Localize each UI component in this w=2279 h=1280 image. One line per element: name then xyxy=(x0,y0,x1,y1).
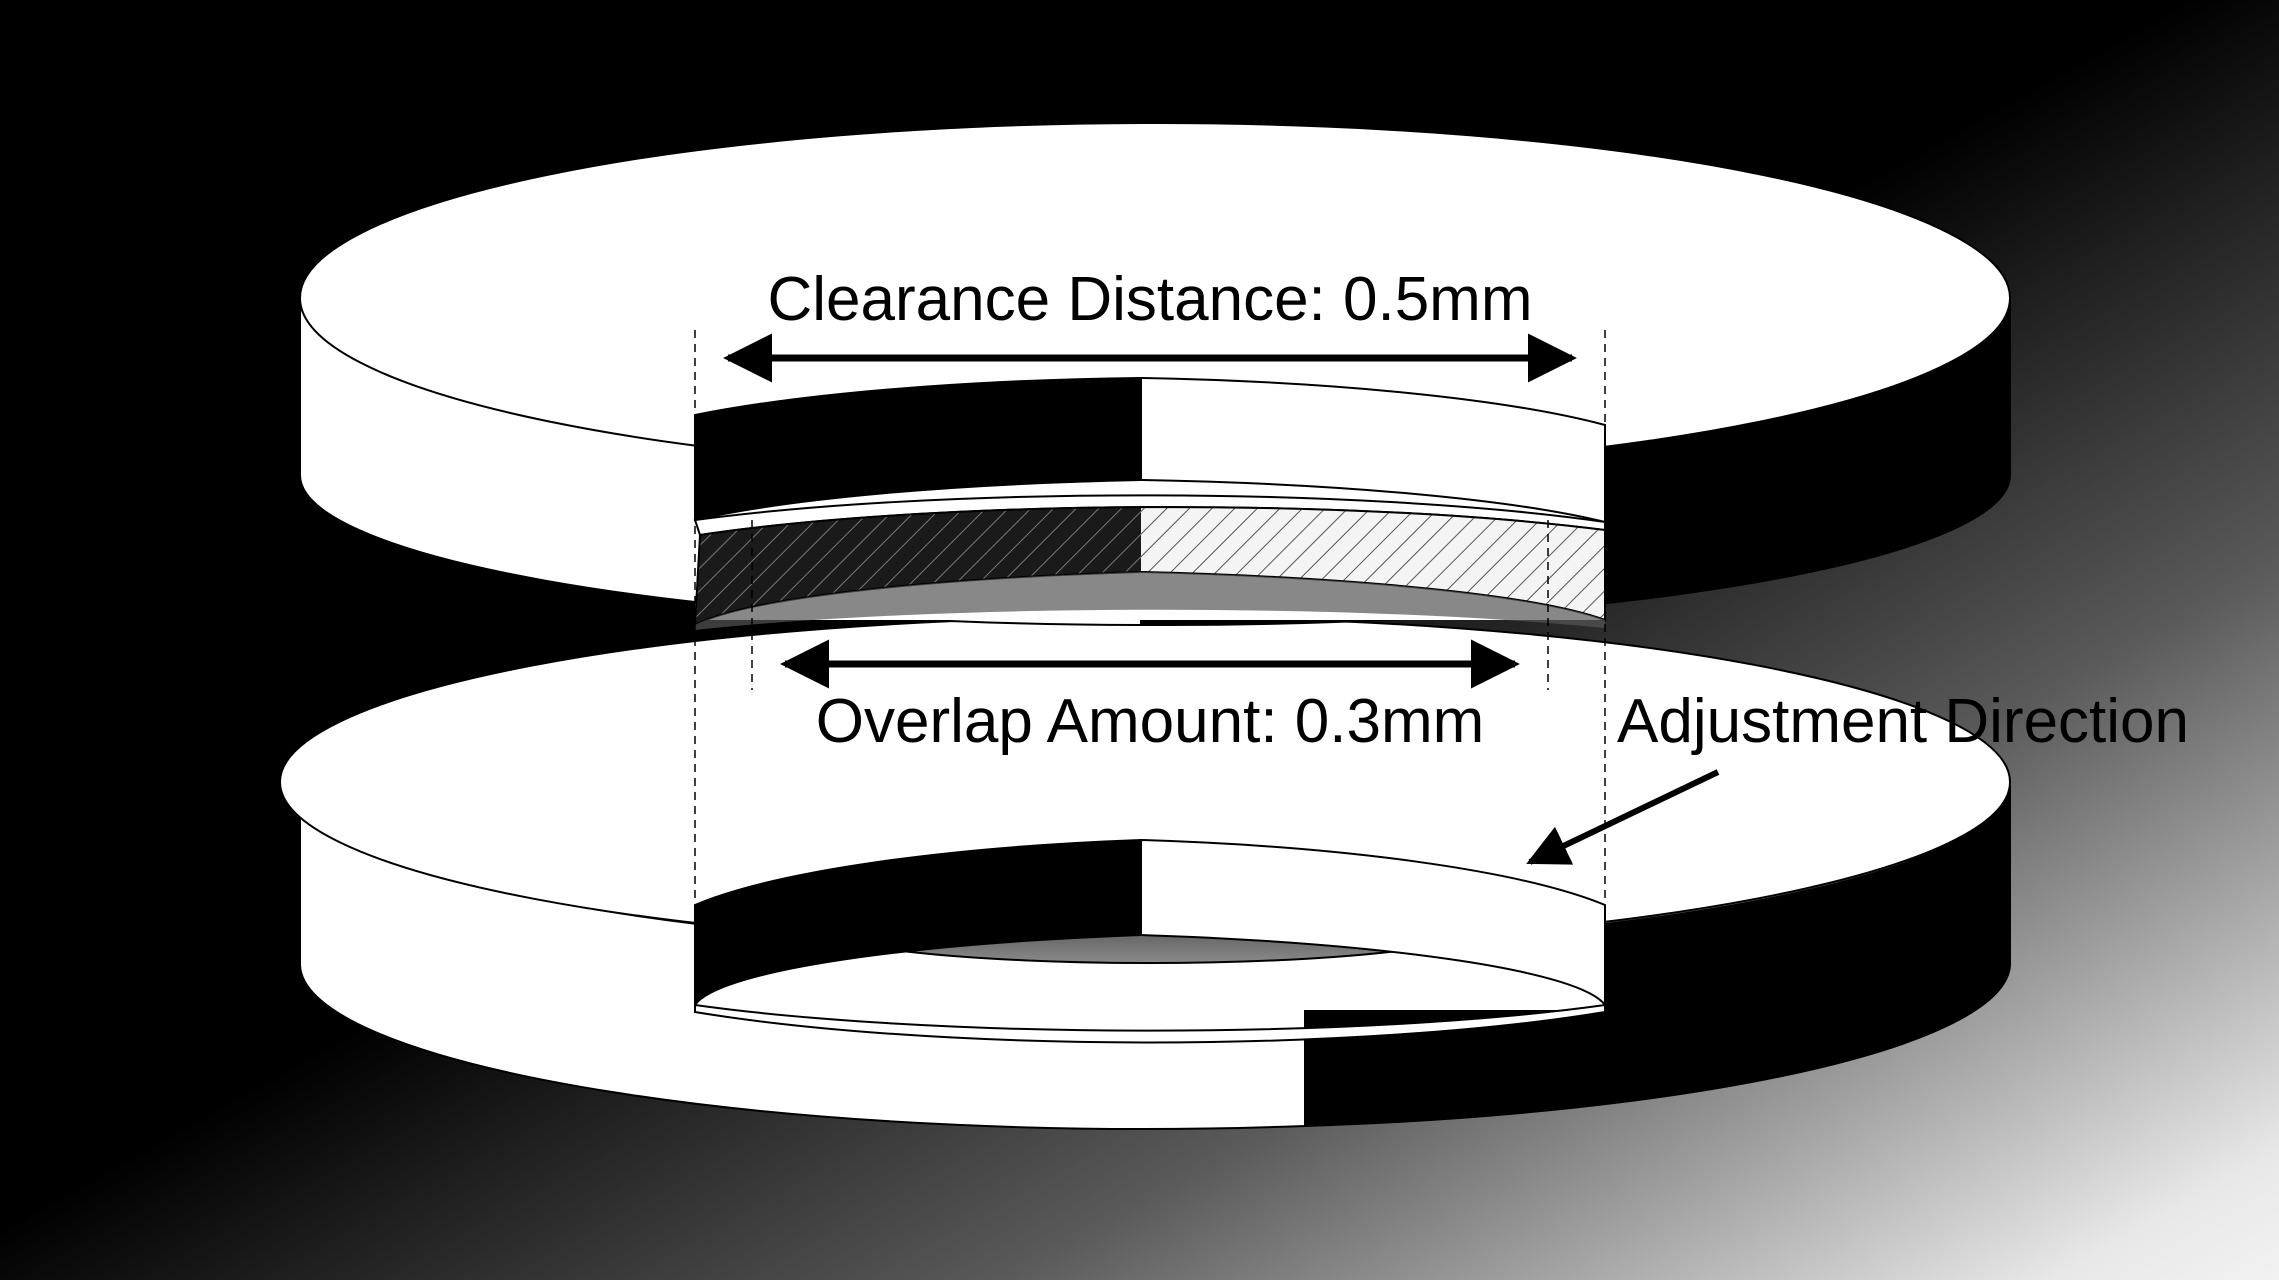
lower-washer-side-right xyxy=(1304,784,2011,1128)
overlap-hatched-band xyxy=(693,506,1606,630)
adjustment-direction-arrow xyxy=(1526,769,1720,865)
lower-washer-inner-wall-left xyxy=(694,838,1142,1009)
clearance-label: Clearance Distance: 0.5mm xyxy=(768,265,1533,334)
lower-washer xyxy=(279,616,2011,1130)
guide-lines xyxy=(694,330,1606,900)
lower-washer-cut-lip xyxy=(694,1003,1606,1044)
overlap-band-shadow xyxy=(695,572,1605,630)
upper-washer xyxy=(299,122,2011,630)
lower-washer-inner-wall-right xyxy=(1140,838,1606,1009)
adjustment-direction-label: Adjustment Direction xyxy=(1617,687,2189,756)
overlap-label: Overlap Amount: 0.3mm xyxy=(816,687,1485,756)
